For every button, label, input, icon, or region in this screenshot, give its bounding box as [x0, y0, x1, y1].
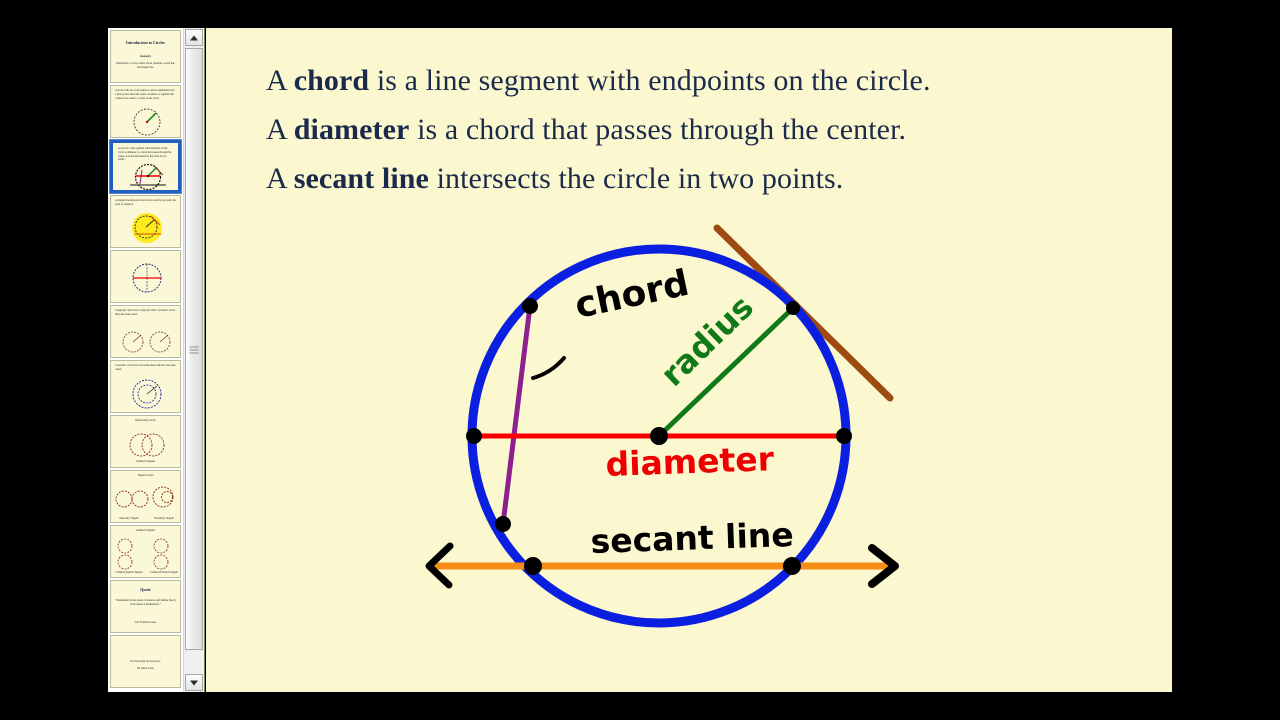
thumbnail-scrollbar[interactable]: [183, 28, 205, 692]
secant-term: secant line: [293, 162, 429, 195]
diameter-label: diameter: [605, 439, 775, 484]
thumb-10-caption-right: Common External Tangent: [149, 571, 178, 574]
circle-diagram: chord radius diameter secant line: [425, 224, 899, 628]
chord-term: chord: [293, 64, 370, 97]
secant-line-suffix: intersects the circle in two points.: [428, 162, 844, 195]
slide-thumbnail-11[interactable]: Quote “Mathematics is the queen of scien…: [110, 580, 181, 633]
slide-thumbnail-6[interactable]: Congruent circles have congruent radii. …: [110, 305, 181, 358]
thumb-7-figure: [132, 379, 162, 409]
secant-arrow-right-icon: [868, 544, 899, 588]
definition-line-chord: A chord is a line segment with endpoints…: [266, 66, 1126, 96]
thumb-11-title: Quote: [140, 587, 151, 592]
thumb-12-attribution: By James Sousa: [137, 667, 154, 670]
main-slide: A chord is a line segment with endpoints…: [206, 28, 1172, 692]
thumb-11-body: “Mathematics is the queen of sciences, a…: [115, 599, 176, 606]
point-center: [650, 427, 668, 445]
thumb-12-body: For more help and resources:: [130, 660, 161, 663]
slide-thumbnail-4[interactable]: A tangent line intersects the circle in …: [110, 195, 181, 248]
slide-thumbnail-2[interactable]: A circle is the set of all points in a p…: [110, 85, 181, 138]
diameter-line-suffix: is a chord that passes through the cente…: [409, 113, 907, 146]
secant-arrow-left-icon: [425, 542, 454, 589]
slide-canvas: A chord is a line segment with endpoints…: [206, 28, 1172, 692]
thumb-6-figure: [122, 331, 171, 353]
thumb-8-caption: Common Tangents: [135, 460, 156, 463]
thumb-1-body: Definitions of circle, radius, chord, di…: [116, 62, 175, 69]
slide-thumbnail-7[interactable]: Concentric circles lie in the same plane…: [110, 360, 181, 413]
secant-line-prefix: A: [266, 162, 294, 195]
thumb-8-title: Intersecting Circles: [135, 419, 156, 422]
chord-line-suffix: is a line segment with endpoints on the …: [369, 64, 931, 97]
slide-thumbnail-9[interactable]: Tangent Circles Internally Tangent Exter…: [110, 470, 181, 523]
point-secant-left: [524, 557, 542, 575]
chord-label: chord: [571, 263, 692, 327]
point-tangency: [786, 301, 800, 315]
chevron-down-icon: [190, 680, 198, 685]
slide-thumbnail-10[interactable]: Common Tangents Common Internal Tangent …: [110, 525, 181, 578]
point-diameter-left: [466, 428, 482, 444]
point-chord-top: [522, 298, 538, 314]
slide-thumbnail-3[interactable]: A chord is a line segment with endpoints…: [109, 139, 182, 194]
thumb-9-figure: [115, 486, 174, 508]
point-chord-bottom: [495, 516, 511, 532]
scroll-up-button[interactable]: [185, 29, 203, 46]
thumb-10-title: Common Tangents: [135, 529, 156, 532]
thumb-4-figure: [132, 213, 162, 243]
thumb-7-body: Concentric circles lie in the same plane…: [115, 364, 176, 371]
thumb-9-title: Tangent Circles: [137, 474, 154, 477]
grip-icon: [189, 345, 199, 354]
chevron-up-icon: [190, 35, 198, 40]
thumb-3-body: A chord is a line segment with endpoints…: [118, 147, 172, 162]
thumb-10-figure: [117, 538, 169, 570]
thumb-11-attribution: Carl Friedrich Gauss: [134, 621, 157, 624]
scrollbar-thumb[interactable]: [185, 48, 203, 650]
slide-thumbnail-5[interactable]: [110, 250, 181, 303]
thumb-10-caption-left: Common Internal Tangent: [115, 571, 143, 574]
thumb-6-body: Congruent circles have congruent radii. …: [115, 309, 176, 316]
scroll-down-button[interactable]: [185, 674, 203, 691]
thumb-9-caption-left: Internally Tangent: [119, 517, 139, 520]
thumb-8-figure: [129, 433, 165, 457]
point-diameter-right: [836, 428, 852, 444]
thumb-1-subtitle: Geometry: [139, 55, 152, 58]
thumb-5-figure: [132, 263, 162, 293]
thumb-2-body: A circle is the set of all points in a p…: [115, 89, 175, 100]
slide-thumbnail-1[interactable]: Introduction to Circles Geometry Definit…: [110, 30, 181, 83]
thumb-1-title: Introduction to Circles: [126, 40, 165, 45]
definition-line-secant: A secant line intersects the circle in t…: [266, 164, 1126, 194]
definition-line-diameter: A diameter is a chord that passes throug…: [266, 115, 1126, 145]
thumb-4-body: A tangent line intersects the circle in …: [115, 199, 176, 206]
radius-segment: [656, 305, 796, 439]
thumb-2-figure: [133, 108, 161, 136]
thumb-3-figure: [130, 163, 166, 190]
chord-segment: [500, 303, 533, 527]
slide-thumbnail-8[interactable]: Intersecting Circles Common Tangents: [110, 415, 181, 468]
slide-thumbnail-12[interactable]: For more help and resources: By James So…: [110, 635, 181, 688]
chord-line-prefix: A: [266, 64, 294, 97]
slide-text-block: A chord is a line segment with endpoints…: [266, 66, 1126, 213]
point-secant-right: [783, 557, 801, 575]
diameter-line-prefix: A: [266, 113, 294, 146]
slide-thumbnail-panel[interactable]: Introduction to Circles Geometry Definit…: [108, 28, 184, 692]
chord-pointer-stroke: [531, 356, 566, 380]
thumb-9-caption-right: Externally Tangent: [154, 517, 174, 520]
secant-label: secant line: [590, 515, 794, 561]
diameter-term: diameter: [293, 113, 410, 146]
